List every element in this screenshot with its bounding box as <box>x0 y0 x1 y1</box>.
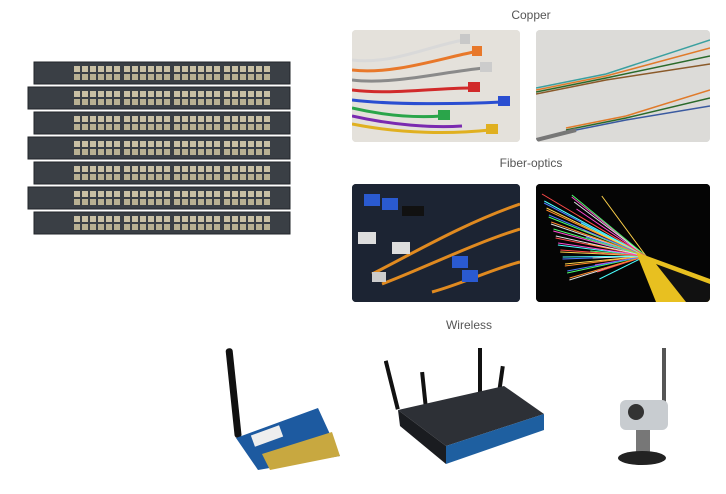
fiber-strand <box>599 255 647 280</box>
fiber-strand <box>558 242 647 257</box>
wireless-label: Wireless <box>445 318 492 332</box>
fiber-strand <box>567 255 647 272</box>
fiber-strand <box>576 208 647 257</box>
switch-unit <box>27 186 291 210</box>
fiber-strand <box>562 255 647 258</box>
switch-stack-image <box>24 58 294 240</box>
fiber-strand <box>544 200 647 257</box>
fiber-strand <box>560 249 647 257</box>
fiber-strand <box>555 235 647 257</box>
wireless-pci-card-image <box>222 346 346 470</box>
fiber-strand <box>564 255 647 265</box>
switch-unit <box>33 161 291 185</box>
copper-twisted-pair-image <box>536 30 710 142</box>
copper-label: Copper <box>511 8 551 22</box>
fiber-strand <box>569 255 647 279</box>
switch-unit <box>27 136 291 160</box>
wireless-router-image <box>384 346 548 472</box>
switch-unit <box>27 86 291 110</box>
fiber-connectors-image <box>352 184 520 302</box>
copper-patch-cables-image <box>352 30 520 142</box>
fiber-strands-image <box>536 184 710 302</box>
fiber-strand <box>541 193 647 257</box>
switch-unit <box>33 61 291 85</box>
fiber-strand <box>573 201 647 257</box>
fiber-optics-label: Fiber-optics <box>499 156 563 170</box>
fiber-strand <box>548 214 647 257</box>
switch-unit <box>33 111 291 135</box>
switch-unit <box>33 211 291 235</box>
fiber-strand <box>551 221 647 257</box>
fiber-strand <box>601 195 647 257</box>
wireless-camera-image <box>606 346 676 470</box>
fiber-strand <box>553 228 647 257</box>
fiber-strand <box>546 207 647 257</box>
fiber-strand <box>571 194 647 257</box>
